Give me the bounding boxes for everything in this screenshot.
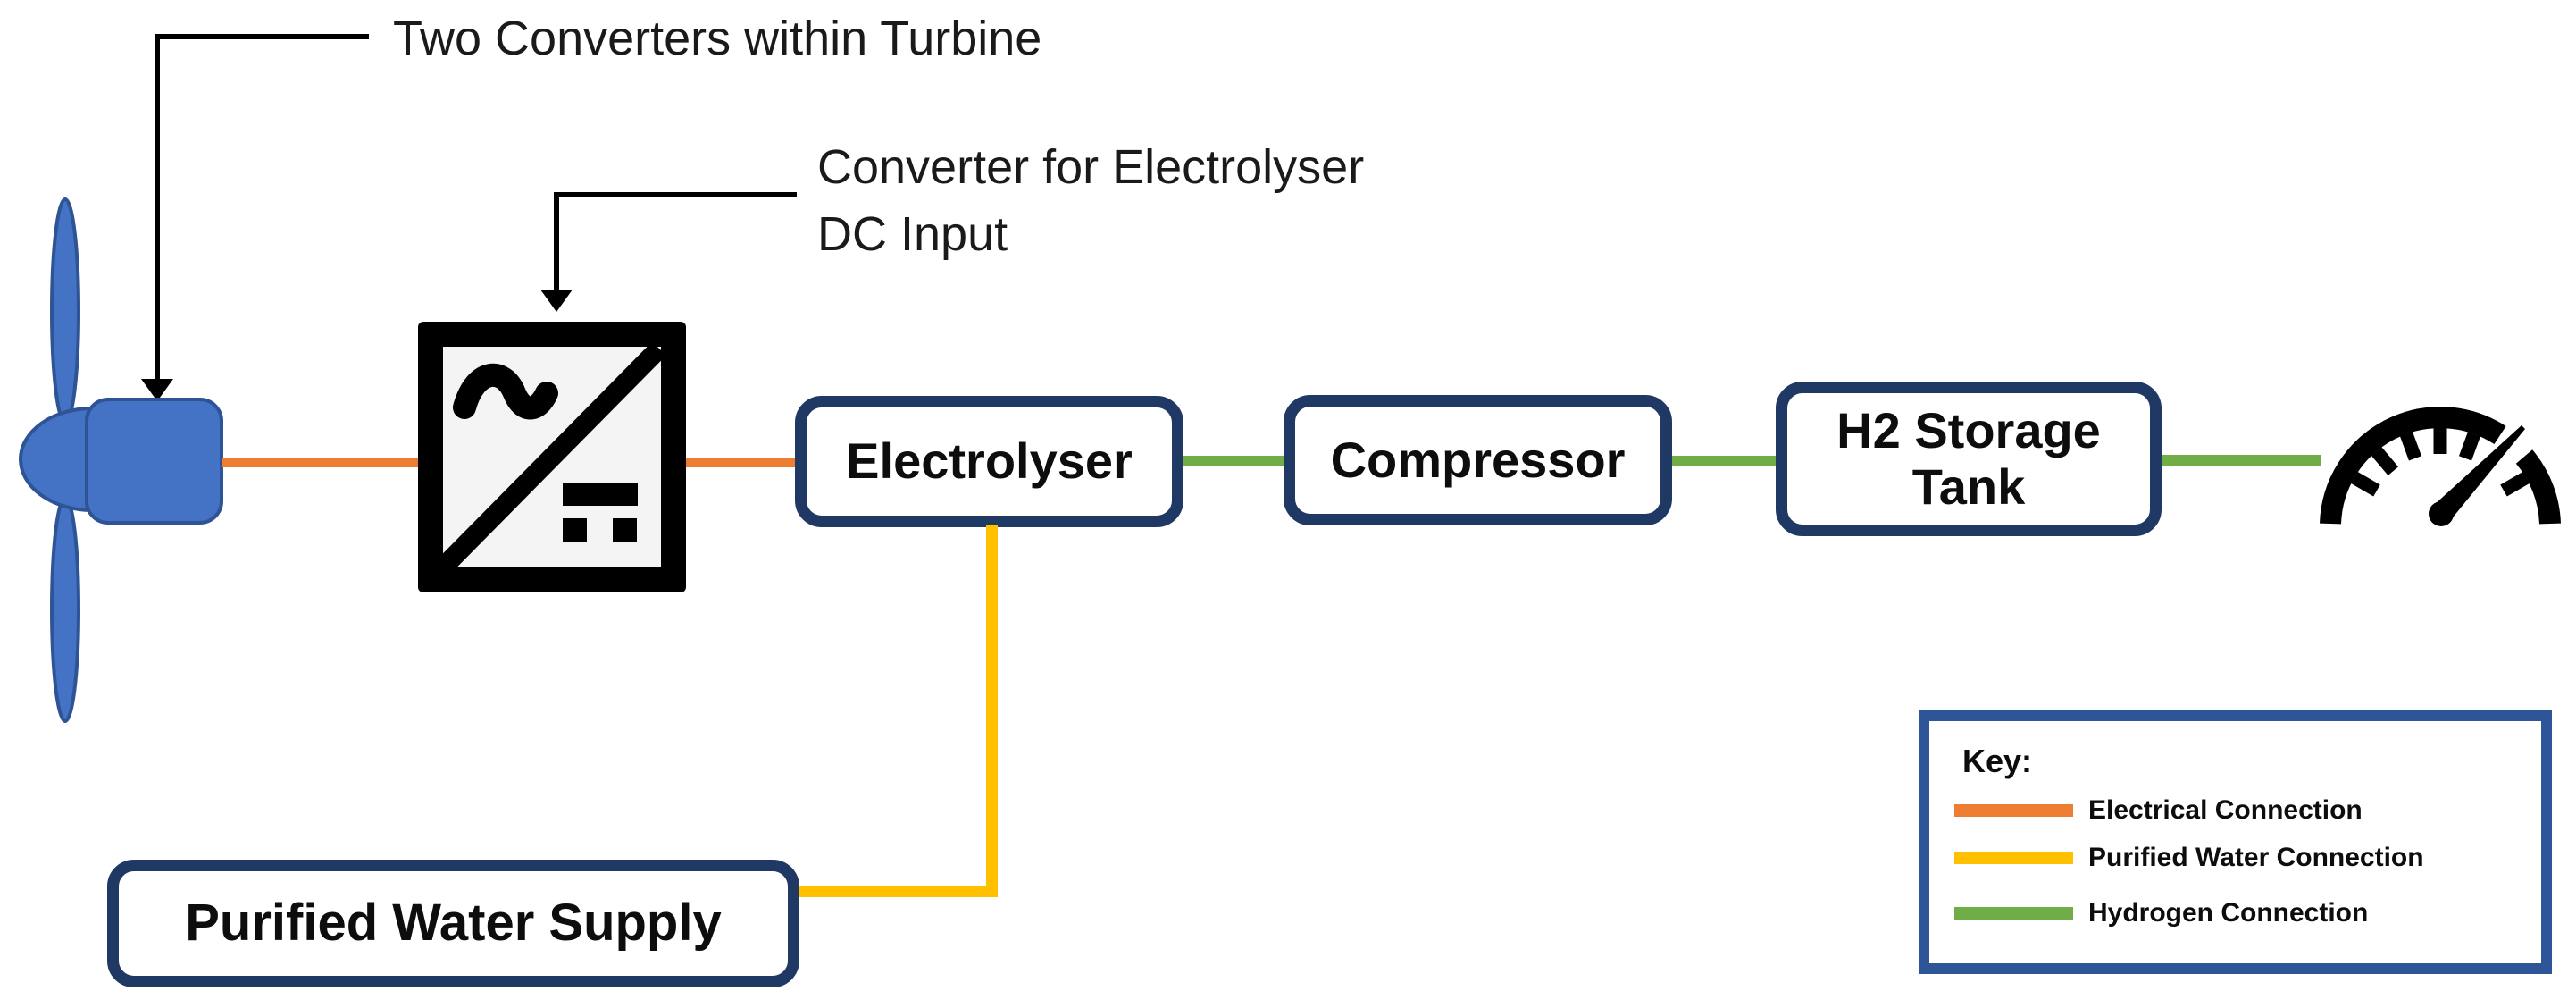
compressor-label: Compressor (1330, 431, 1626, 488)
purified-water-connection-legend-label: Purified Water Connection (2088, 843, 2424, 872)
key-title: Key: (1962, 743, 2033, 779)
purified-water-connection-line (986, 525, 998, 897)
purified-water-connection-line (799, 886, 998, 897)
leader-line-turbine-vertical (155, 34, 160, 382)
leader-line-converter-vertical (554, 192, 559, 292)
electrical-connection-swatch (1954, 804, 2073, 817)
purified-water-supply-label: Purified Water Supply (185, 894, 722, 953)
key-box: Key: Electrical Connection Purified Wate… (1919, 710, 2552, 974)
hydrogen-connection-swatch (1954, 907, 2073, 920)
annotation-line-1: Converter for Electrolyser (817, 140, 1365, 194)
annotation-two-converters: Two Converters within Turbine (393, 12, 1042, 65)
hydrogen-connection-legend-label: Hydrogen Connection (2088, 898, 2369, 928)
h2-storage-tank-label: H2 Storage Tank (1836, 401, 2101, 515)
hydrogen-connection-line (2162, 455, 2321, 466)
electrical-connection-line (222, 458, 418, 467)
electrical-connection-line (686, 458, 795, 467)
compressor-box: Compressor (1284, 395, 1672, 525)
leader-line-converter-horizontal (554, 192, 797, 197)
arrow-down-icon (141, 379, 173, 401)
electrolyser-label: Electrolyser (846, 433, 1133, 490)
hydrogen-connection-line (1672, 456, 1776, 466)
annotation-line-2: DC Input (817, 207, 1008, 261)
purified-water-supply-box: Purified Water Supply (107, 860, 799, 987)
purified-water-connection-swatch (1954, 852, 2073, 864)
electrolyser-box: Electrolyser (795, 396, 1183, 527)
arrow-down-icon (540, 290, 573, 312)
annotation-converter-dc-input: Converter for Electrolyser DC Input (817, 134, 1364, 268)
leader-line-turbine-horizontal (155, 34, 369, 39)
wind-turbine-icon (19, 197, 223, 723)
hydrogen-connection-line (1183, 456, 1284, 466)
h2-storage-tank-box: H2 Storage Tank (1776, 382, 2162, 536)
pressure-gauge-icon (2320, 407, 2561, 526)
ac-dc-converter-icon (418, 322, 686, 592)
electrical-connection-legend-label: Electrical Connection (2088, 795, 2363, 825)
